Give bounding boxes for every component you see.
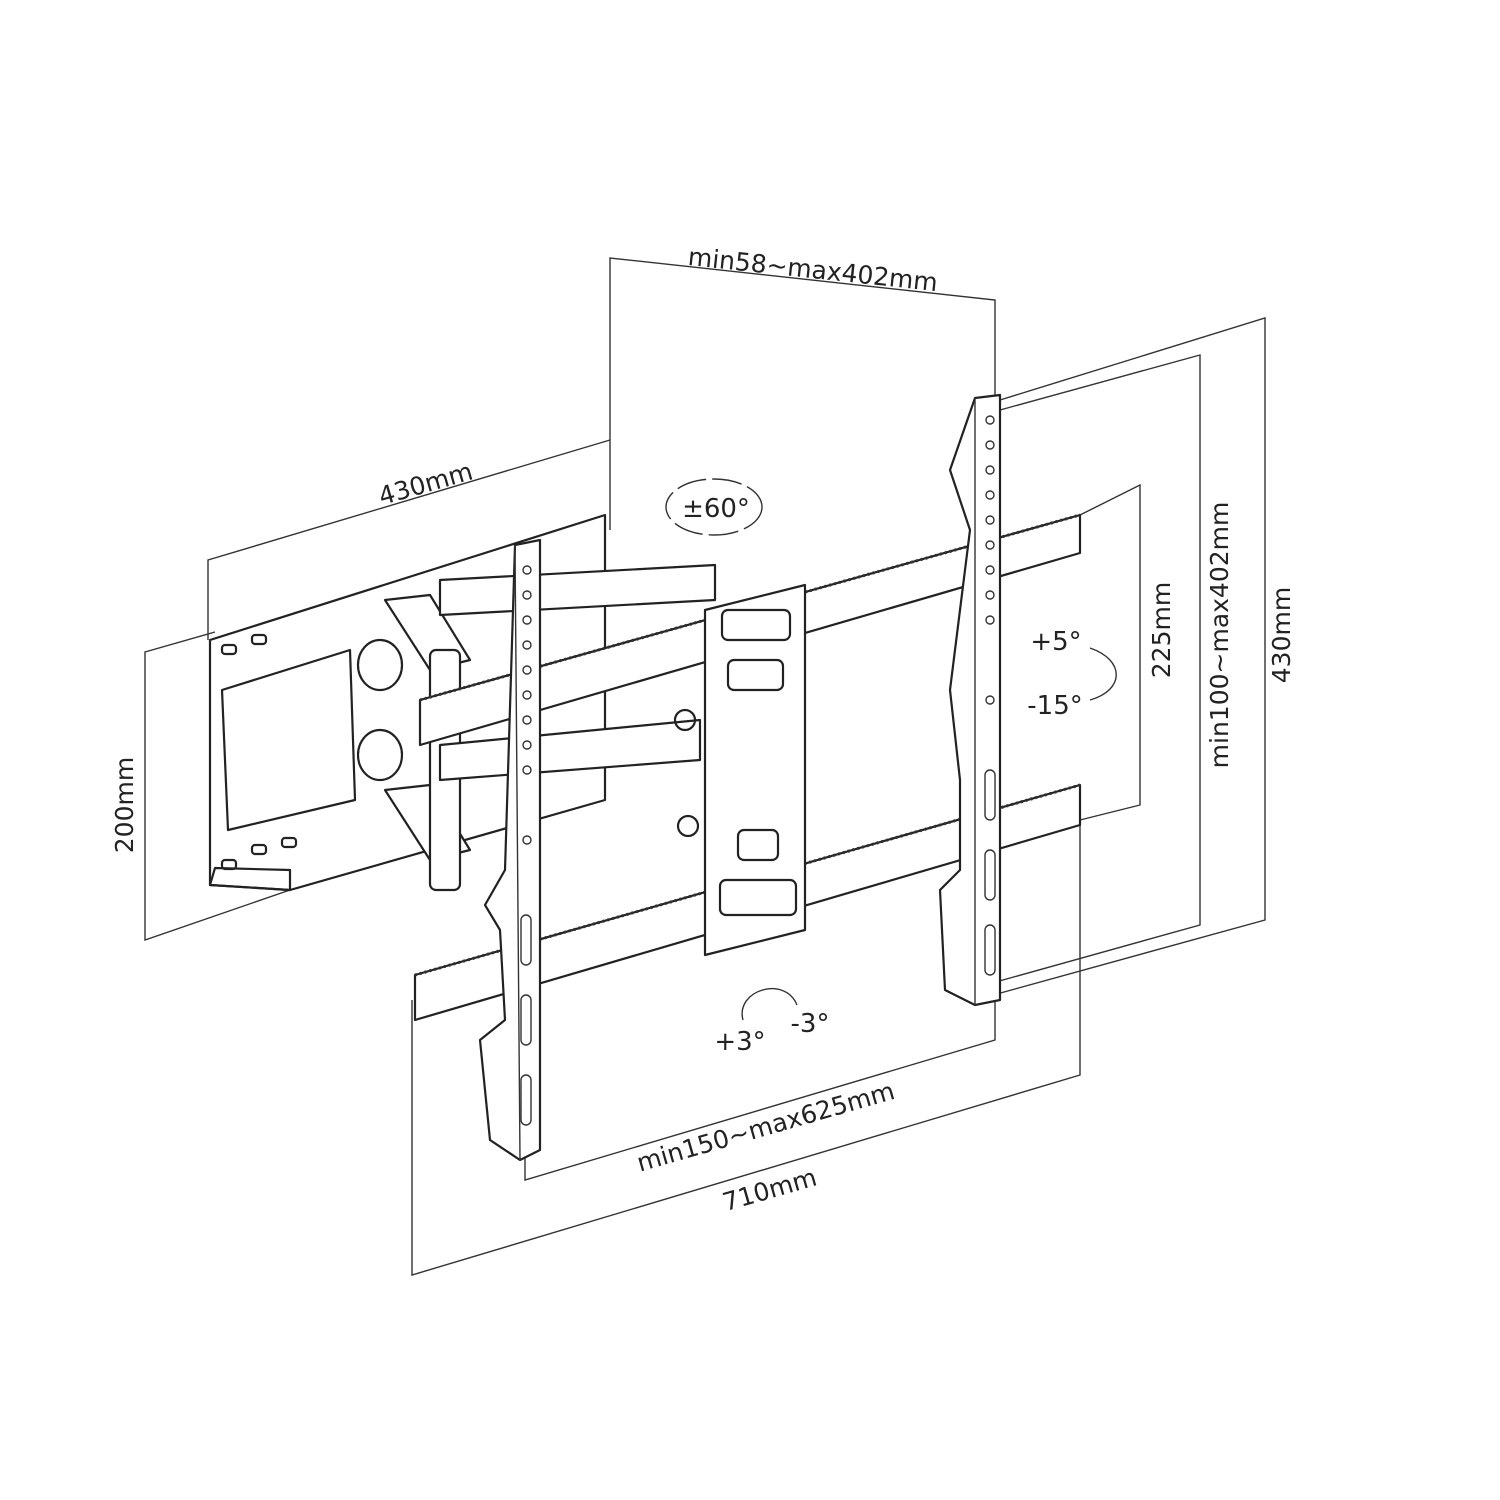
bracket-length-label: 430mm xyxy=(1267,587,1296,683)
horizontal-hole-range-label: min150~max625mm xyxy=(633,1076,897,1177)
wall-plate-width-label: 430mm xyxy=(375,457,476,511)
rail-length-label: 710mm xyxy=(719,1163,820,1217)
level-plus-label: +3° xyxy=(714,1027,765,1057)
vertical-hole-range-label: min100~max402mm xyxy=(1205,502,1234,769)
level-minus-label: -3° xyxy=(791,1009,830,1039)
rail-spacing-label: 225mm xyxy=(1147,582,1176,678)
tilt-down-label: -15° xyxy=(1027,691,1082,721)
vertical-brackets xyxy=(478,393,1002,1162)
swivel-angle-label: ±60° xyxy=(682,494,750,524)
wall-plate-height-label: 200mm xyxy=(110,757,139,853)
bracket-holes xyxy=(520,415,996,1126)
center-plate xyxy=(703,583,807,957)
depth-label: min58~max402mm xyxy=(687,242,939,297)
angle-arrows xyxy=(665,478,1117,1021)
tilt-up-label: +5° xyxy=(1030,627,1081,657)
